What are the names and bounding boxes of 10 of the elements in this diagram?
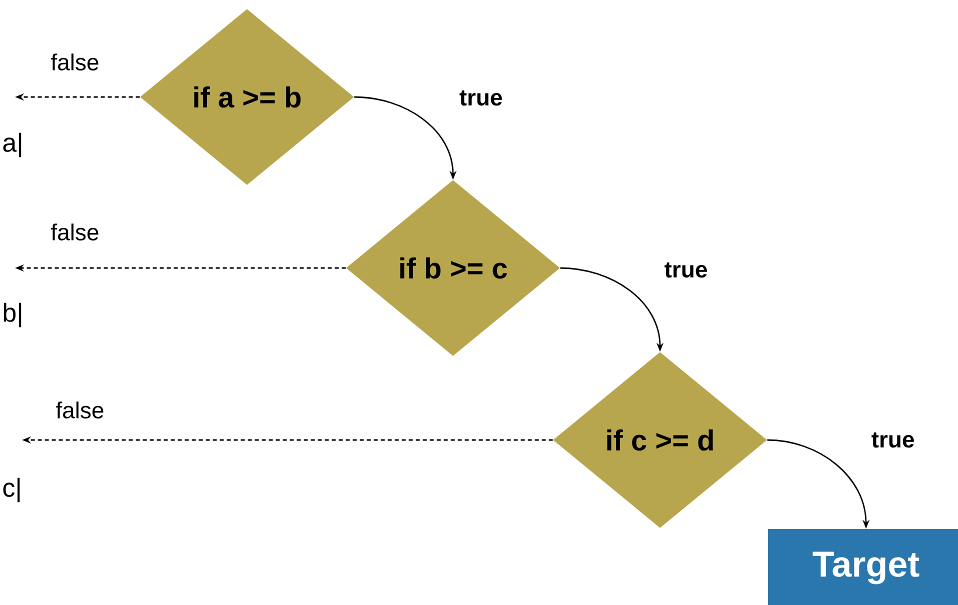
edge-label: true [460, 90, 502, 106]
edge-label: false [56, 402, 104, 418]
cut-off-label: a| [3, 132, 22, 158]
edge-label: false [51, 54, 98, 70]
edge-label: true [872, 432, 914, 448]
edge-label: false [51, 224, 98, 240]
cut-off-label: b| [4, 302, 22, 328]
target-box: Target [768, 529, 958, 605]
edge-label: true [664, 262, 707, 278]
cut-off-label: c| [3, 478, 20, 502]
